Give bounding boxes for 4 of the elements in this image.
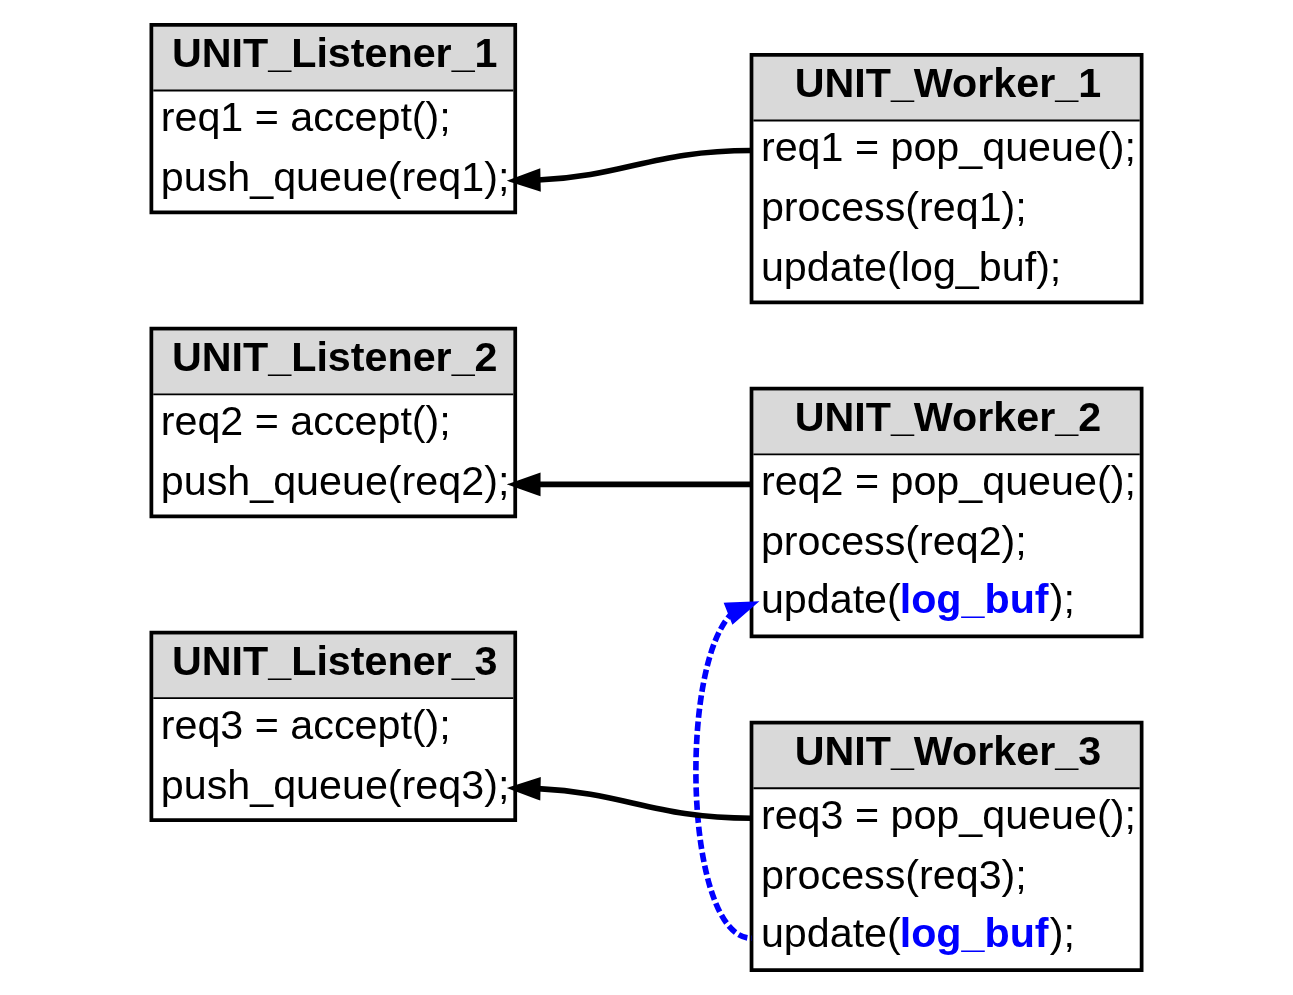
arrow [506,472,752,497]
arrow [506,776,752,821]
arrow [506,147,752,192]
arrow [693,601,760,941]
